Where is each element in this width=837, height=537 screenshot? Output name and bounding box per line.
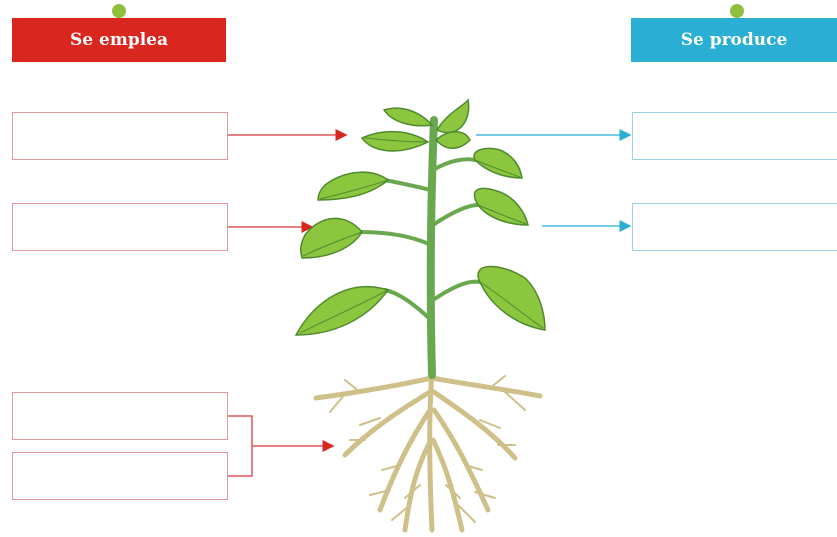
header-se-emplea-label: Se emplea xyxy=(70,30,168,50)
plant-stem xyxy=(426,116,438,379)
input-right-1[interactable] xyxy=(632,112,837,160)
header-se-produce-label: Se produce xyxy=(680,30,788,50)
input-left-2[interactable] xyxy=(12,203,228,251)
header-se-emplea: Se emplea xyxy=(12,18,226,62)
input-left-1[interactable] xyxy=(12,112,228,160)
header-right-dot xyxy=(730,4,744,18)
input-left-4[interactable] xyxy=(12,452,228,500)
plant-illustration xyxy=(294,97,546,533)
plant-leaves xyxy=(294,97,546,336)
bracket-left-roots xyxy=(228,415,253,477)
input-left-3[interactable] xyxy=(12,392,228,440)
header-se-produce: Se produce xyxy=(631,18,837,62)
plant-roots xyxy=(313,367,543,533)
input-right-2[interactable] xyxy=(632,203,837,251)
header-left-dot xyxy=(112,4,126,18)
